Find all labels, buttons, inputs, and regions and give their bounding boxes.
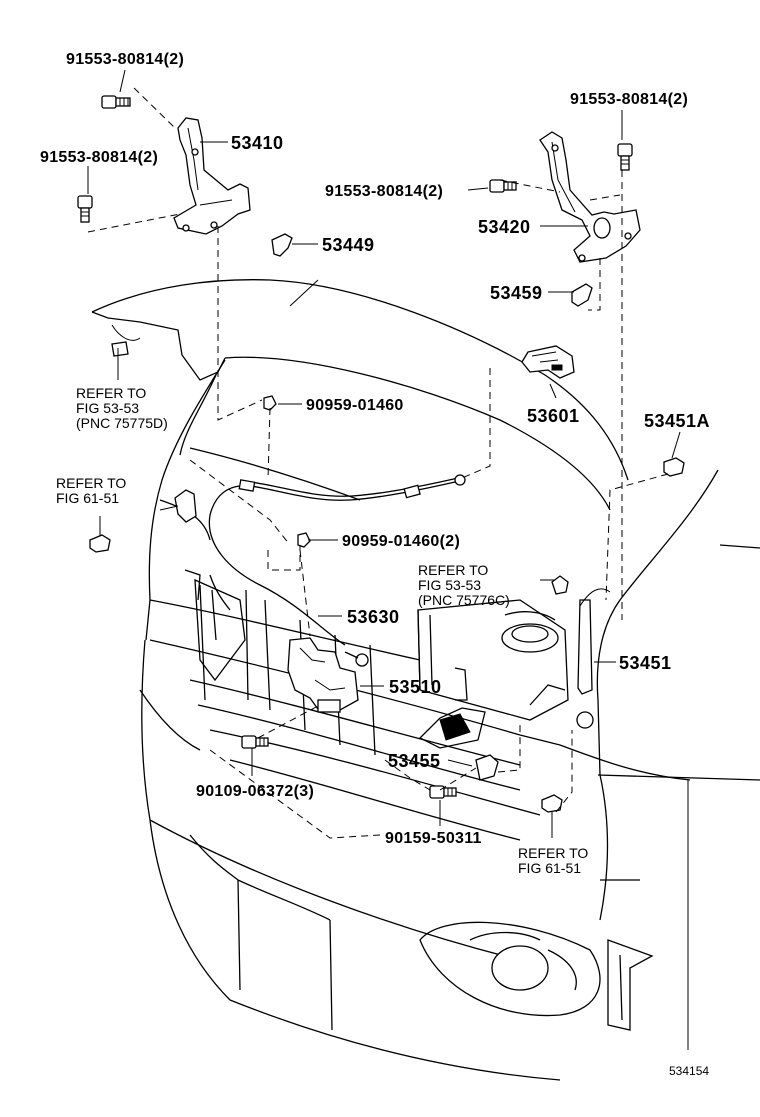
label-hinge-left: 53410 <box>231 133 284 153</box>
ref-hood-line2: FIG 53-53 <box>76 400 139 416</box>
hinge-right <box>539 131 641 263</box>
part-labels: 91553-80814(2) 91553-80814(2) 91553-8081… <box>40 51 710 847</box>
ref-hood-line1: REFER TO <box>76 385 146 401</box>
hinge-left <box>173 117 251 235</box>
ref-center-line1: REFER TO <box>418 562 488 578</box>
label-bolt-top-right: 91553-80814(2) <box>570 91 688 108</box>
label-catch: 53455 <box>388 751 441 771</box>
ref-left-line2: FIG 61-51 <box>56 490 119 506</box>
release-cable <box>208 474 466 646</box>
bolt-icon <box>429 785 457 799</box>
label-cable: 53630 <box>347 607 400 627</box>
label-bolt-catch: 90159-50311 <box>385 830 482 847</box>
label-seal-right: 53459 <box>490 283 543 303</box>
label-lock: 53510 <box>389 677 442 697</box>
ref-center-line2: FIG 53-53 <box>418 577 481 593</box>
label-seal-left: 53449 <box>322 235 375 255</box>
label-handle: 53601 <box>527 406 580 426</box>
small-parts <box>89 233 685 813</box>
ref-center-line3: (PNC 75776C) <box>418 592 510 608</box>
label-bolt-mid-right: 91553-80814(2) <box>325 183 443 200</box>
ref-hood-line3: (PNC 75775D) <box>76 415 168 431</box>
label-clip-lower: 90959-01460(2) <box>342 533 460 550</box>
reservoir <box>417 599 569 721</box>
label-bolt-mid-left: 91553-80814(2) <box>40 149 158 166</box>
ref-bottom-line1: REFER TO <box>518 845 588 861</box>
ref-bottom-line2: FIG 61-51 <box>518 860 581 876</box>
bolts <box>77 95 633 799</box>
label-bolt-lock: 90109-06372(3) <box>196 783 314 800</box>
reference-notes: REFER TO FIG 53-53 (PNC 75775D) REFER TO… <box>56 385 588 876</box>
label-bolt-top-left: 91553-80814(2) <box>66 51 184 68</box>
label-hinge-right: 53420 <box>478 217 531 237</box>
figure-number: 534154 <box>669 1064 709 1078</box>
bolt-icon <box>617 143 633 171</box>
assembly-lines <box>87 87 669 839</box>
hood-lock <box>287 637 369 713</box>
bolt-icon <box>77 195 93 223</box>
bolt-icon <box>241 735 269 749</box>
ref-left-line1: REFER TO <box>56 475 126 491</box>
bolt-icon <box>489 179 517 193</box>
label-clip-upper: 90959-01460 <box>306 397 404 414</box>
label-cushion: 53451A <box>644 411 710 431</box>
hood-panel <box>91 279 629 511</box>
bolt-icon <box>101 95 131 109</box>
leader-lines <box>87 69 681 838</box>
label-support-rod: 53451 <box>619 653 672 673</box>
release-handle <box>521 345 575 379</box>
